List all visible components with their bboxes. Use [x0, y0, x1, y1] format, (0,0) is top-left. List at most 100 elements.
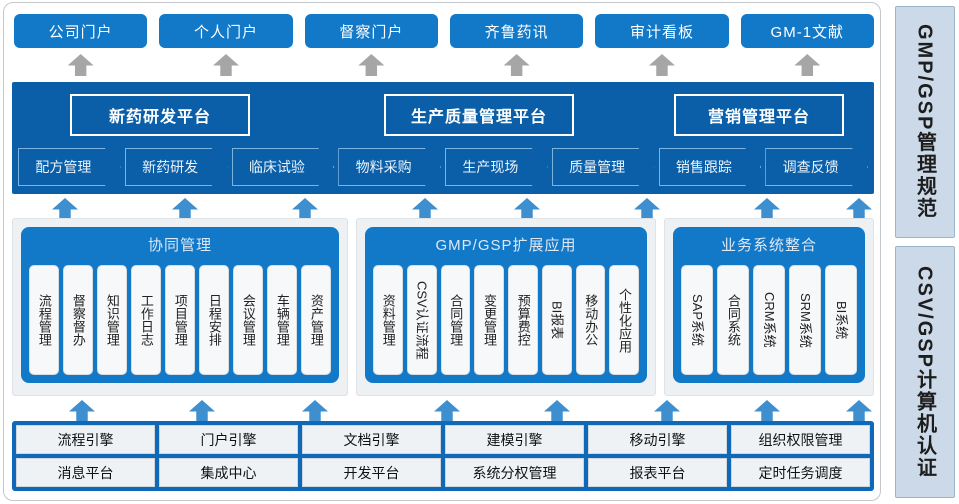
engine-item[interactable]: 集成中心	[159, 458, 298, 487]
module-item[interactable]: 流程管理	[29, 265, 59, 375]
portal-button[interactable]: 督察门户	[304, 14, 438, 48]
arrow-cell	[654, 400, 680, 422]
portal-label: 齐鲁药讯	[484, 23, 549, 41]
module-item-label: 移动办公	[583, 294, 599, 346]
module-area: 协同管理流程管理督察督办知识管理工作日志项目管理日程安排会议管理车辆管理资产管理…	[12, 218, 874, 396]
arrow-up-icon	[754, 198, 780, 220]
engine-item-label: 建模引擎	[486, 431, 543, 448]
arrow-up-icon	[69, 400, 95, 422]
chevron-shape	[659, 148, 762, 186]
chevron-shape	[552, 148, 655, 186]
arrow-cell	[292, 198, 318, 220]
engine-item[interactable]: 建模引擎	[445, 425, 584, 454]
module-item[interactable]: SAP系统	[681, 265, 713, 375]
arrow-cell	[595, 54, 728, 78]
module-item[interactable]: 项目管理	[165, 265, 195, 375]
platform-title-box: 生产质量管理平台	[384, 94, 574, 136]
module-item[interactable]: 合同管理	[440, 265, 471, 375]
portal-button[interactable]: 个人门户	[159, 14, 293, 48]
portal-button[interactable]: GM-1文献	[740, 14, 874, 48]
process-step[interactable]: 配方管理	[18, 148, 121, 186]
engine-item-label: 系统分权管理	[472, 464, 557, 481]
module-item[interactable]: 督察督办	[63, 265, 93, 375]
arrow-up-icon	[634, 198, 660, 220]
engine-item-label: 文档引擎	[343, 431, 400, 448]
engine-item-label: 开发平台	[343, 464, 400, 481]
arrow-up-icon	[358, 54, 385, 76]
module-item[interactable]: SRM系统	[789, 265, 821, 375]
engine-item[interactable]: 文档引擎	[302, 425, 441, 454]
process-step[interactable]: 质量管理	[552, 148, 655, 186]
engine-item[interactable]: 开发平台	[302, 458, 441, 487]
process-step[interactable]: 临床试验	[232, 148, 335, 186]
module-item-label: 合同系统	[725, 294, 741, 346]
module-item[interactable]: 个性化应用	[609, 265, 639, 375]
module-item[interactable]: 合同系统	[717, 265, 749, 375]
module-group-shell: 协同管理流程管理督察督办知识管理工作日志项目管理日程安排会议管理车辆管理资产管理	[12, 218, 348, 396]
module-item-label: 资产管理	[308, 294, 324, 346]
portal-button[interactable]: 齐鲁药讯	[449, 14, 584, 48]
process-step-label: 质量管理	[569, 159, 626, 175]
module-item-label: CRM系统	[761, 292, 777, 348]
engine-item[interactable]: 消息平台	[16, 458, 155, 487]
arrow-cell	[754, 400, 780, 422]
engine-item[interactable]: 系统分权管理	[445, 458, 584, 487]
engine-item[interactable]: 流程引擎	[16, 425, 155, 454]
module-item[interactable]: 预算费控	[508, 265, 538, 375]
engine-item[interactable]: 组织权限管理	[731, 425, 870, 454]
module-item-label: 工作日志	[138, 294, 154, 346]
module-item-label: 变更管理	[482, 294, 497, 346]
platform-label: 生产质量管理平台	[410, 109, 547, 126]
process-step[interactable]: 新药研发	[125, 148, 228, 186]
arrow-cell	[434, 400, 460, 422]
module-item[interactable]: 车辆管理	[267, 265, 297, 375]
engine-item[interactable]: 报表平台	[588, 458, 727, 487]
portal-button[interactable]: 审计看板	[595, 14, 729, 48]
process-step[interactable]: 生产现场	[445, 148, 548, 186]
arrow-cell	[69, 400, 95, 422]
module-item[interactable]: 移动办公	[575, 265, 606, 375]
platform-band: 新药研发平台 生产质量管理平台 营销管理平台 配方管理 新药研发 临床试验物料采购生产现…	[12, 82, 874, 194]
module-item[interactable]: 知识管理	[97, 265, 127, 375]
module-item[interactable]: 工作日志	[131, 265, 161, 375]
module-item[interactable]: BI报表	[541, 265, 572, 375]
platform-title-box: 营销管理平台	[674, 94, 844, 136]
module-item[interactable]: 变更管理	[474, 265, 504, 375]
process-step[interactable]: 销售跟踪	[659, 148, 762, 186]
module-item[interactable]: BI系统	[825, 265, 857, 375]
process-step-label: 新药研发	[142, 159, 199, 175]
module-item-label: SRM系统	[797, 292, 813, 348]
module-item[interactable]: 资产管理	[301, 265, 331, 375]
module-item-label: 合同管理	[448, 294, 464, 346]
module-item[interactable]: 日程安排	[199, 265, 229, 375]
chevron-shape	[125, 148, 228, 186]
engine-item-label: 组织权限管理	[758, 431, 843, 448]
chevron-shape	[18, 148, 121, 186]
platform-title-box: 新药研发平台	[70, 94, 250, 136]
arrow-up-icon	[544, 400, 570, 422]
module-to-platform-arrow-row	[14, 198, 874, 220]
arrow-up-icon	[302, 400, 328, 422]
module-item[interactable]: CRM系统	[753, 265, 785, 375]
portal-label: 公司门户	[48, 23, 113, 41]
chevron-shape	[232, 148, 335, 186]
engine-row-1: 流程引擎门户引擎 文档引擎 建模引擎 移动引擎 组织权限管理	[16, 425, 870, 454]
arrow-cell	[754, 198, 780, 220]
module-item[interactable]: 会议管理	[233, 265, 263, 375]
platform-title-row: 新药研发平台 生产质量管理平台 营销管理平台	[12, 94, 874, 136]
module-item[interactable]: CSV认证流程	[406, 265, 437, 375]
process-step[interactable]: 调查反馈	[765, 148, 868, 186]
portal-button[interactable]: 公司门户	[14, 14, 148, 48]
process-step[interactable]: 物料采购	[338, 148, 441, 186]
arrow-up-icon	[172, 198, 198, 220]
engine-item[interactable]: 门户引擎	[159, 425, 298, 454]
engine-item[interactable]: 移动引擎	[588, 425, 727, 454]
engine-item[interactable]: 定时任务调度	[731, 458, 870, 487]
process-step-label: 调查反馈	[782, 159, 839, 175]
arrow-up-icon	[654, 400, 680, 422]
module-item[interactable]: 资料管理	[373, 265, 403, 375]
